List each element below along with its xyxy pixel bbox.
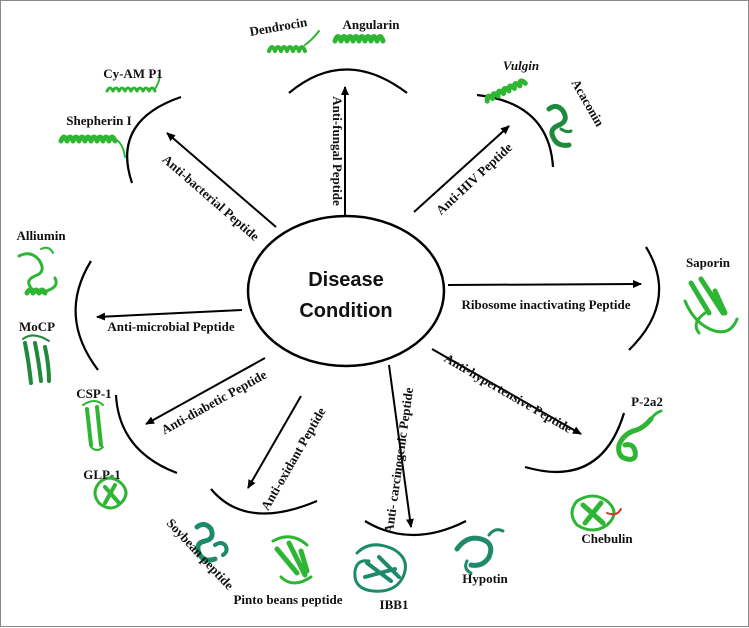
arrow-anticarcinogenic <box>388 364 414 528</box>
protein-label-pinto: Pinto beans peptide <box>233 592 342 607</box>
alliumin-structure-icon <box>17 246 58 296</box>
label-antibacterial: Anti-bacterial Peptide <box>160 152 263 244</box>
arrow-antidiabetic <box>145 357 266 425</box>
arc-antihypertensive <box>524 412 626 473</box>
protein-label-dendrocin: Dendrocin <box>248 14 309 39</box>
cyam-p1-structure-icon <box>105 74 161 93</box>
arrow-ribosome <box>447 280 642 289</box>
soybean-structure-icon <box>194 521 229 563</box>
protein-label-shepherin: Shepherin I <box>66 113 131 128</box>
vulgin-structure-icon <box>484 78 528 104</box>
center-title-line2: Condition <box>299 300 392 322</box>
center-title-line1: Disease <box>308 269 384 291</box>
label-antioxidant: Anti-oxidant Peptide <box>258 405 329 513</box>
arc-antioxidant <box>210 488 318 515</box>
arc-antidiabetic <box>114 394 178 475</box>
protein-label-hypotin: Hypotin <box>462 571 508 586</box>
label-antimicrobial: Anti-microbial Peptide <box>107 319 234 334</box>
protein-label-saporin: Saporin <box>686 255 731 270</box>
arrow-antimicrobial <box>96 309 243 321</box>
protein-label-cyam: Cy-AM P1 <box>103 66 163 81</box>
arrow-antihypertensive <box>431 348 582 435</box>
mocp-structure-icon <box>22 334 51 385</box>
protein-label-ibb1: IBB1 <box>380 597 409 612</box>
pinto-structure-icon <box>271 535 313 585</box>
shepherin-structure-icon <box>58 134 126 158</box>
arc-anticarcinogenic <box>364 520 467 536</box>
acaconin-structure-icon <box>546 103 573 148</box>
dendrocin-structure-icon <box>267 30 320 53</box>
protein-label-p2a2: P-2a2 <box>631 394 663 409</box>
arc-antimicrobial <box>74 260 99 371</box>
protein-label-chebulin: Chebulin <box>581 531 633 546</box>
protein-label-glp1: GLP-1 <box>83 467 121 482</box>
csp1-structure-icon <box>82 400 104 451</box>
ibb1-structure-icon <box>353 543 407 593</box>
arc-antibacterial <box>126 95 182 184</box>
p2a2-structure-icon <box>616 409 663 462</box>
protein-label-alliumin: Alliumin <box>16 228 66 243</box>
label-antifungal: Anti-fungal Peptide <box>330 96 345 206</box>
protein-label-acaconin: Acaconin <box>568 76 607 129</box>
label-antihiv: Anti-HIV Peptide <box>433 140 515 218</box>
protein-label-angularin: Angularin <box>342 17 400 32</box>
label-antidiabetic: Anti-diabetic Peptide <box>159 367 270 437</box>
protein-label-vulgin: Vulgin <box>503 58 539 73</box>
disease-condition-ellipse <box>246 214 446 368</box>
protein-label-csp1: CSP-1 <box>76 386 111 401</box>
glp1-structure-icon <box>93 476 128 510</box>
saporin-structure-icon <box>683 276 739 335</box>
arrow-antihiv <box>413 125 510 213</box>
arrow-antioxidant <box>247 395 302 489</box>
arrow-antibacterial <box>166 132 277 228</box>
label-anticarcinogenic: Anti- carcinogenic Peptide <box>381 386 416 534</box>
arc-antifungal <box>288 68 408 94</box>
label-antihypertensive: Anti-hypertensive Peptide <box>442 350 575 436</box>
arc-ribosome <box>628 246 661 351</box>
protein-label-mocp: MoCP <box>19 319 55 334</box>
chebulin-structure-icon <box>570 494 622 532</box>
label-ribosome: Ribosome inactivating Peptide <box>462 297 631 312</box>
hypotin-structure-icon <box>454 528 505 575</box>
angularin-structure-icon <box>332 34 386 44</box>
